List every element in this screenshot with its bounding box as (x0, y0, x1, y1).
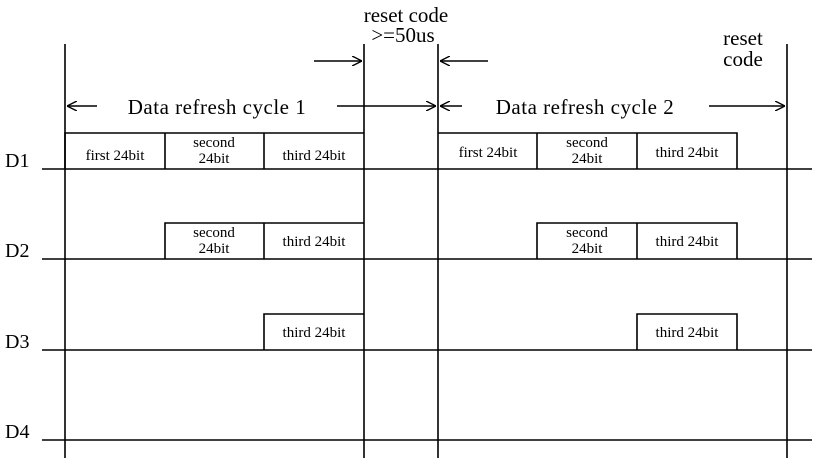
d2-cycle1-pulse (164, 222, 364, 259)
reset-code-duration-label: >=50us (371, 23, 434, 47)
d1-c1-second-label-line2: 24bit (199, 151, 231, 167)
d2-c2-third-label: third 24bit (656, 234, 720, 250)
d3-cycle2-pulse (636, 313, 738, 350)
d3-c1-third-label: third 24bit (283, 325, 347, 341)
d2-c1-third-label: third 24bit (283, 234, 347, 250)
d1-c1-third-label: third 24bit (283, 148, 347, 164)
reset-code-right-label-line1: reset (723, 26, 763, 50)
row-label-d1: D1 (5, 150, 29, 172)
d1-c1-second-label-line1: second (193, 135, 235, 151)
row-label-d3: D3 (5, 331, 29, 353)
row-label-d2: D2 (5, 240, 29, 262)
d3-c2-third-label: third 24bit (656, 325, 720, 341)
d1-c1-first-label: first 24bit (86, 148, 146, 164)
d1-c2-third-label: third 24bit (656, 145, 720, 161)
d1-c2-second-label-line2: 24bit (572, 151, 604, 167)
d1-c2-first-label: first 24bit (459, 145, 519, 161)
d2-c2-second-label-line1: second (566, 225, 608, 241)
d2-c2-second-label-line2: 24bit (572, 241, 604, 257)
d2-c1-second-label-line2: 24bit (199, 241, 231, 257)
row-label-d4: D4 (5, 421, 29, 443)
cycle1-label: Data refresh cycle 1 (128, 95, 306, 119)
d2-c1-second-label-line1: second (193, 225, 235, 241)
cycle2-label: Data refresh cycle 2 (496, 95, 674, 119)
reset-code-top-label: reset code (364, 3, 449, 27)
reset-code-right-label-line2: code (723, 47, 763, 71)
d3-cycle1-pulse (263, 313, 364, 350)
d1-c2-second-label-line1: second (566, 135, 608, 151)
